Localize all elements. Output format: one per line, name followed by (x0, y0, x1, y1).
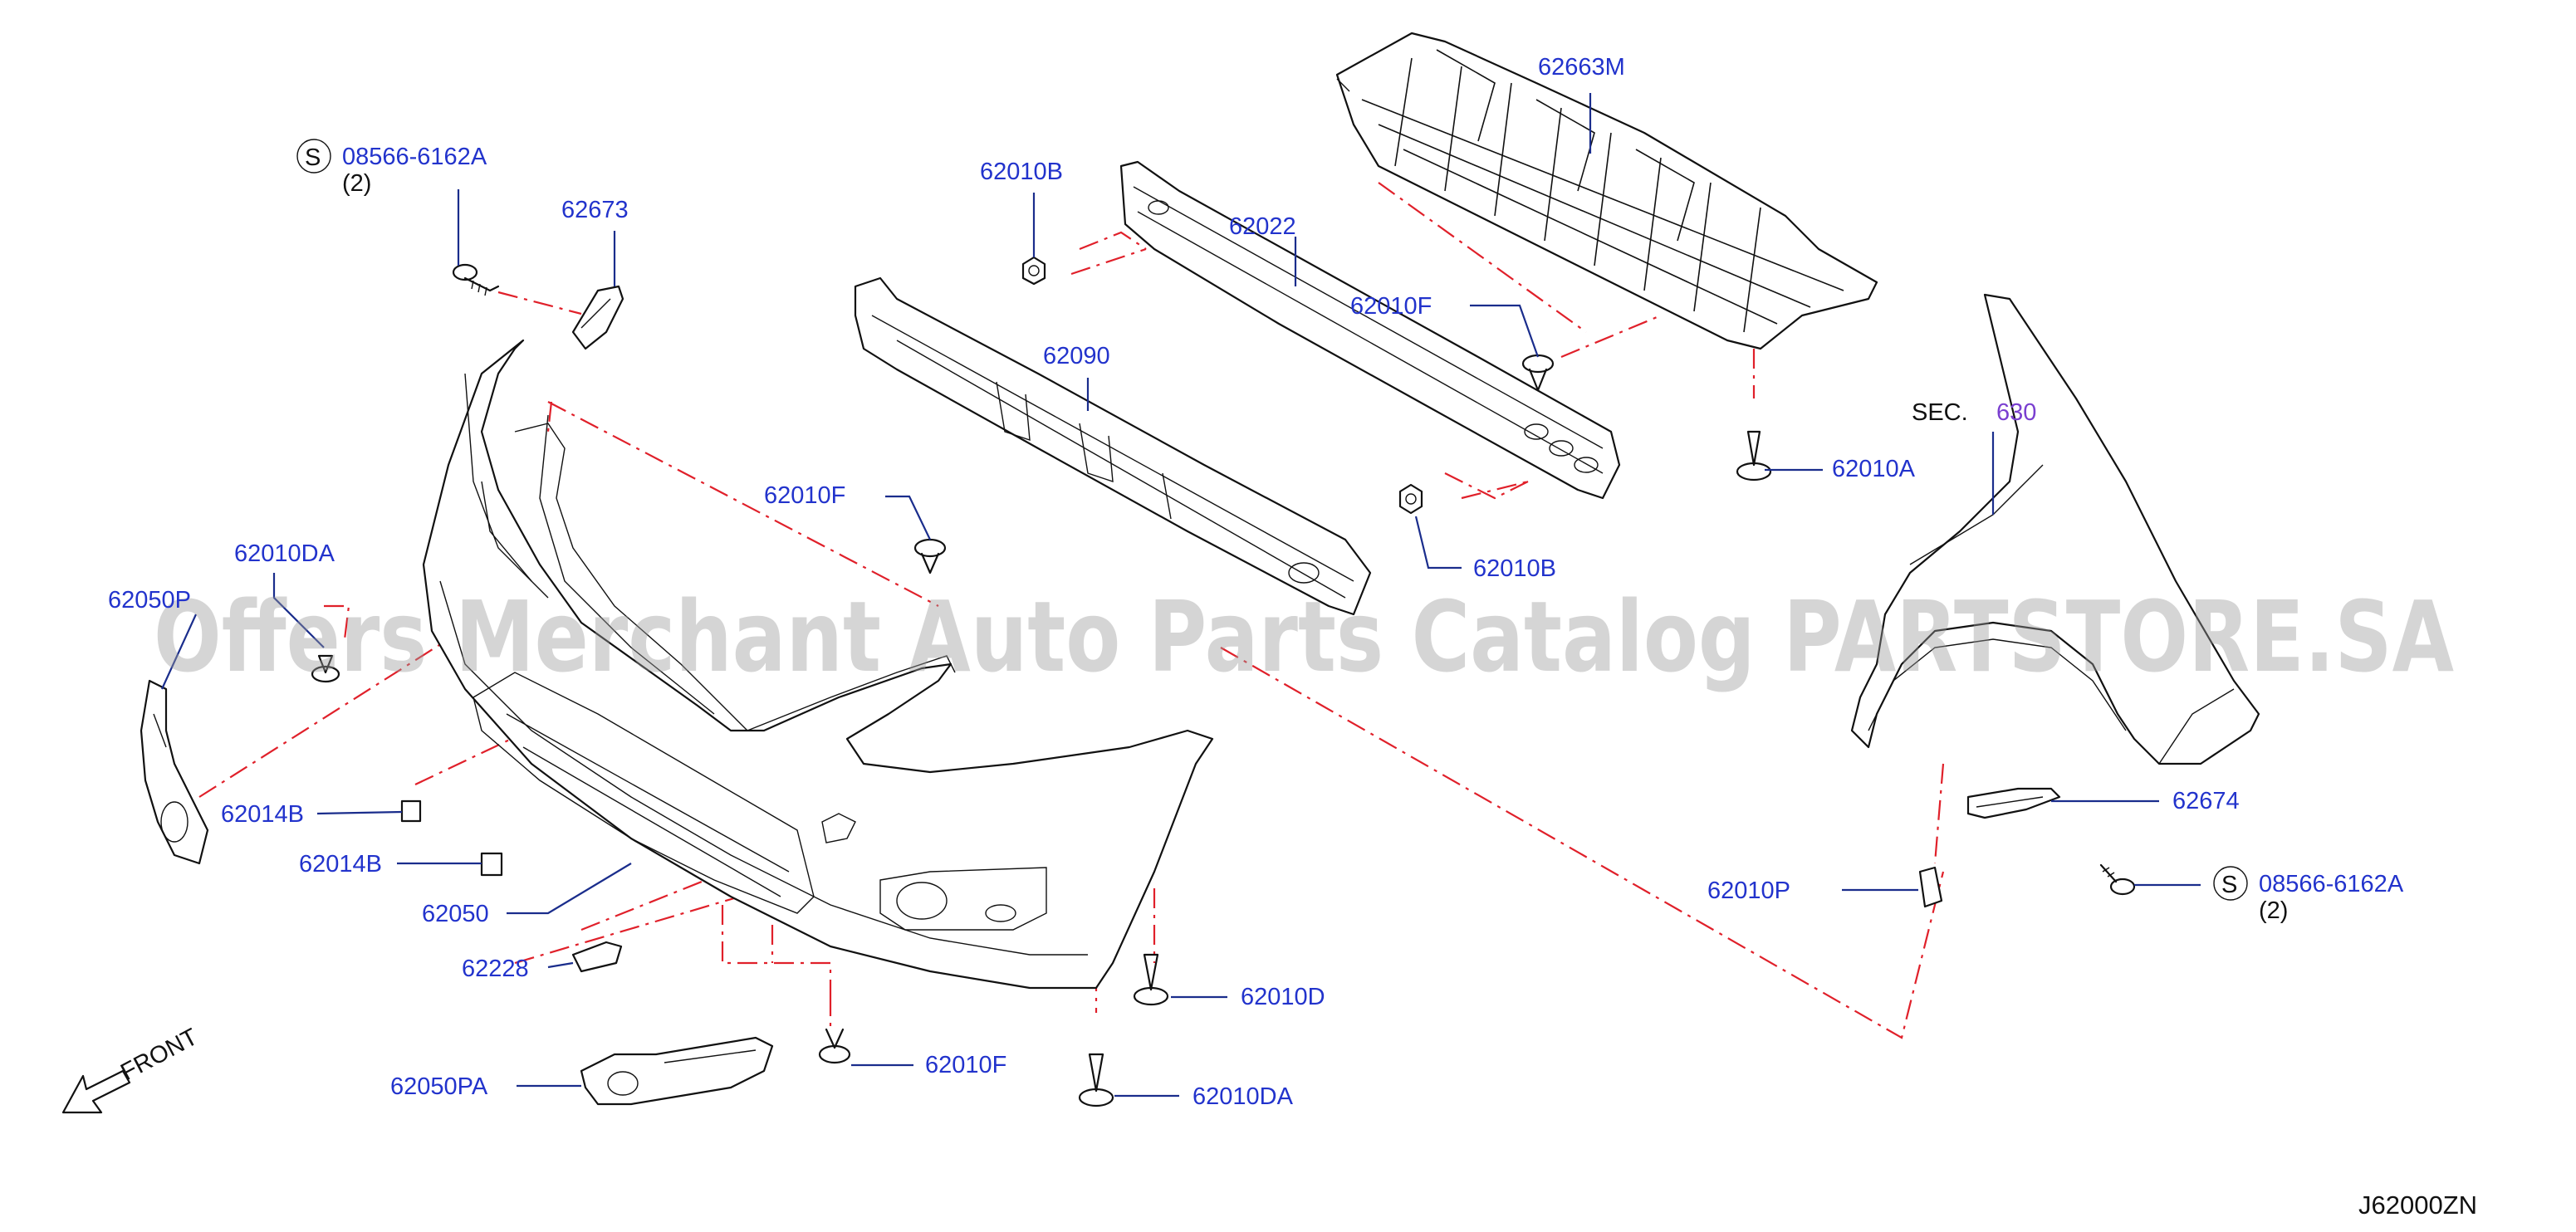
qty-08566-right: (2) (2259, 897, 2288, 924)
label-62663M[interactable]: 62663M (1538, 54, 1625, 81)
under-cover-62663M (1335, 32, 1878, 350)
label-62014B-2[interactable]: 62014B (299, 851, 382, 878)
qty-08566-left: (2) (342, 170, 371, 197)
bumper-reinforcement-62022 (1119, 160, 1621, 500)
front-label: FRONT (116, 1024, 202, 1086)
label-62674[interactable]: 62674 (2172, 788, 2240, 814)
leader-lines (160, 93, 2201, 1098)
screw-symbol-left-letter: S (305, 144, 321, 171)
clip-62014B-2 (480, 852, 503, 877)
label-62010F-bottom[interactable]: 62010F (925, 1052, 1006, 1078)
clip-62010F-bottom (818, 1028, 851, 1064)
label-62010A[interactable]: 62010A (1832, 456, 1916, 482)
screw-symbol-right-letter: S (2221, 872, 2237, 898)
label-08566-6162A-right[interactable]: 08566-6162A (2259, 871, 2404, 897)
fasteners (311, 256, 2136, 1107)
label-62010D[interactable]: 62010D (1241, 984, 1325, 1010)
screw-right (2099, 863, 2136, 896)
tow-cover-62228 (571, 941, 623, 973)
label-62050PA[interactable]: 62050PA (390, 1073, 488, 1100)
screw-62010D (1133, 953, 1169, 1006)
part-labels: 62663M S 08566-6162A (2) 62673 62010B 62… (108, 54, 2404, 1110)
watermark: Offers Merchant Auto Parts Catalog PARTS… (154, 579, 2454, 694)
bracket-62674 (1966, 787, 2061, 819)
nut-62010B-top (1021, 256, 1046, 286)
label-62010P[interactable]: 62010P (1707, 878, 1790, 904)
label-62010B-bottom[interactable]: 62010B (1473, 555, 1556, 582)
label-62010F-top[interactable]: 62010F (1350, 293, 1432, 320)
fender-sec630 (1850, 293, 2260, 765)
fog-cover-62050P (140, 679, 209, 865)
energy-absorber-62090 (854, 276, 1372, 616)
label-08566-6162A-left[interactable]: 08566-6162A (342, 144, 487, 170)
front-direction-indicator: FRONT (61, 1024, 203, 1114)
label-62022[interactable]: 62022 (1229, 213, 1296, 240)
front-bumper-fascia-62050 (422, 339, 1214, 990)
label-62010B-top[interactable]: 62010B (980, 159, 1063, 185)
clip-62010P (1918, 866, 1943, 908)
section-ref-number[interactable]: 630 (1996, 399, 2036, 426)
front-arrow-icon (61, 1069, 131, 1114)
label-62228[interactable]: 62228 (462, 956, 529, 982)
section-ref-prefix: SEC. (1912, 399, 1968, 426)
screw-62010DA-bottom (1078, 1053, 1114, 1107)
label-62014B-1[interactable]: 62014B (221, 801, 304, 828)
screw-left (452, 263, 500, 296)
clip-62010F-mid (913, 538, 947, 574)
diagram-code: J62000ZN (2358, 1190, 2477, 1220)
label-62050P[interactable]: 62050P (108, 587, 191, 614)
label-62010DA-top[interactable]: 62010DA (234, 540, 335, 567)
label-62673[interactable]: 62673 (561, 197, 629, 223)
label-62010F-mid[interactable]: 62010F (764, 482, 845, 509)
screw-symbol-right (2213, 866, 2248, 901)
fog-cover-62050PA (580, 1036, 774, 1106)
label-62050[interactable]: 62050 (422, 901, 489, 927)
clip-62014B-1 (400, 799, 422, 823)
screw-62010A (1736, 430, 1772, 482)
label-62010DA-bottom[interactable]: 62010DA (1193, 1083, 1294, 1110)
nut-62010B-bottom (1398, 483, 1423, 515)
bracket-62673 (571, 285, 624, 350)
label-62090[interactable]: 62090 (1043, 343, 1110, 369)
screw-62010DA-top (311, 654, 340, 683)
screw-symbol-left (296, 139, 331, 174)
